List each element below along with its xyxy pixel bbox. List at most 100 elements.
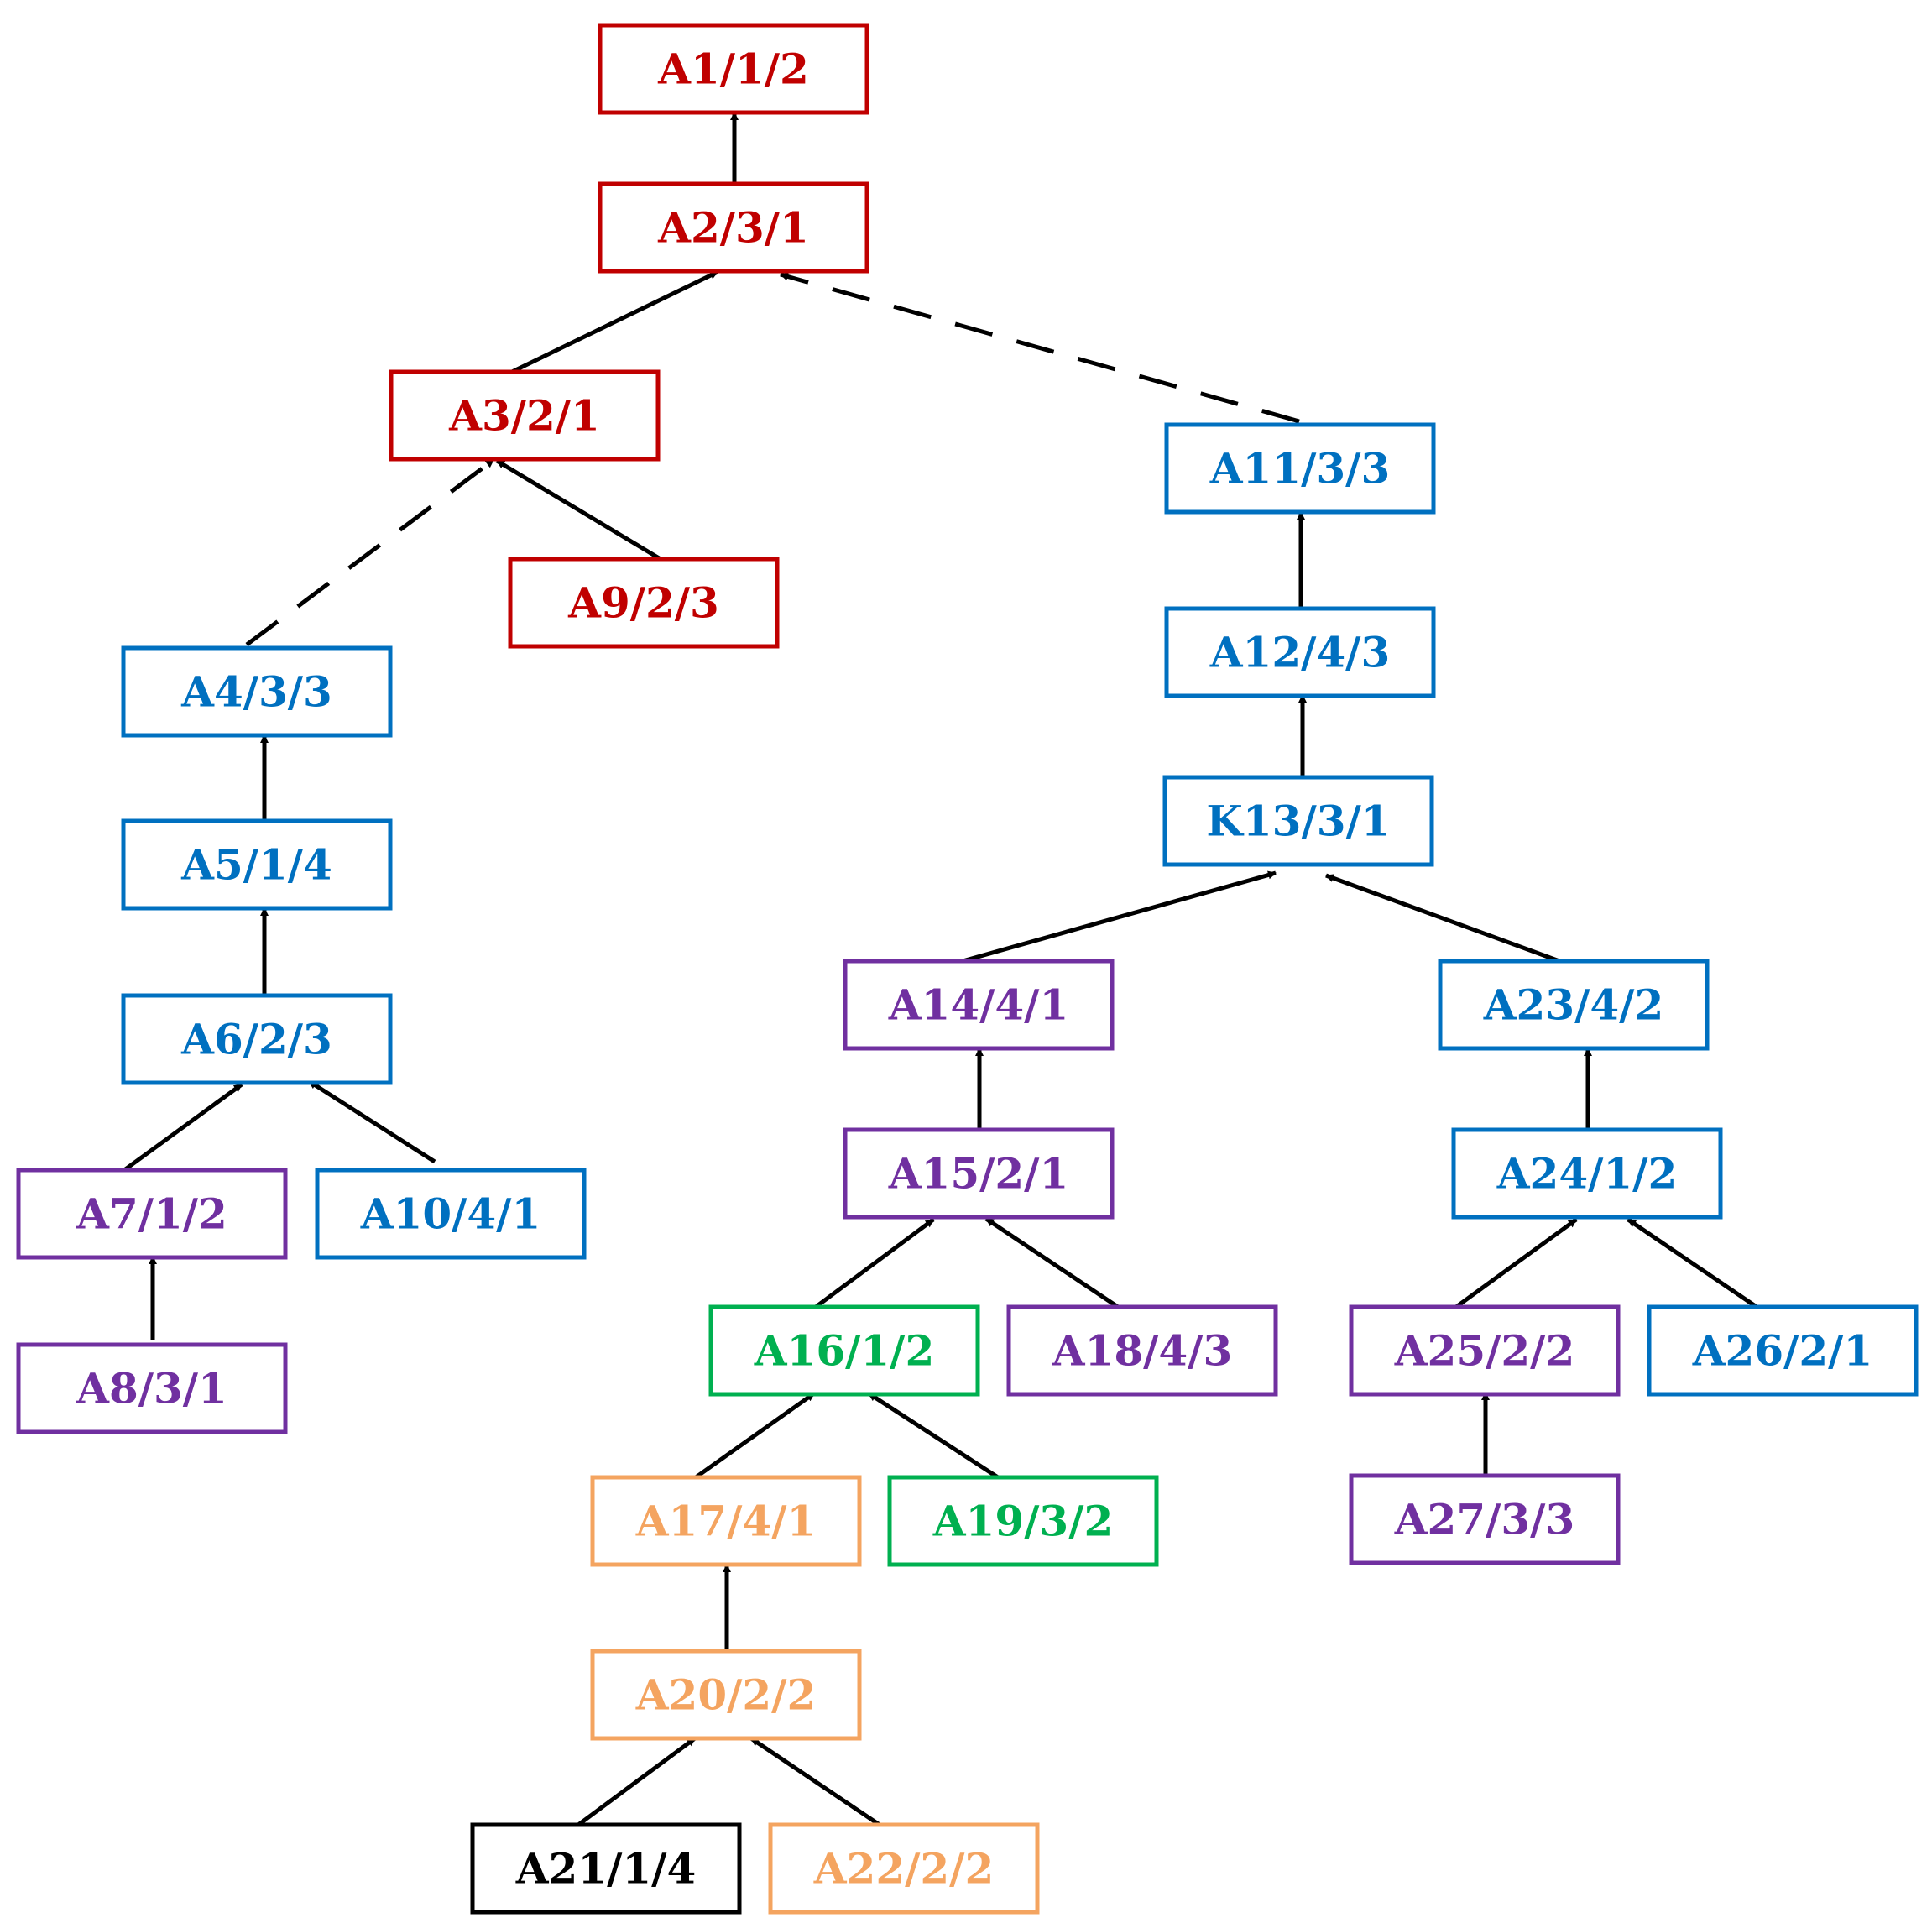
node-box: [708, 1304, 980, 1397]
edge-a18-to-a15: [984, 1216, 1120, 1309]
edge-a17-to-a16: [694, 1391, 816, 1480]
edges-layer: [123, 112, 1758, 1827]
node-label: A5/1/4: [180, 840, 332, 890]
node-a23: A23/4/2: [1438, 959, 1710, 1051]
node-box: [508, 557, 780, 649]
node-label: A3/2/1: [448, 391, 600, 441]
edge-a11-to-a2: [780, 272, 1300, 424]
node-a21: A21/1/4: [470, 1822, 742, 1915]
node-label: A25/2/2: [1394, 1326, 1574, 1376]
node-box: [16, 1342, 288, 1434]
node-box: [389, 369, 661, 462]
node-a1: A1/1/2: [598, 23, 869, 115]
node-label: A15/2/1: [888, 1149, 1068, 1199]
node-box: [843, 1127, 1115, 1220]
node-label: A6/2/3: [180, 1015, 332, 1064]
node-label: A19/3/2: [932, 1497, 1113, 1546]
edge-a14-to-k13: [962, 870, 1277, 964]
node-box: [121, 818, 393, 911]
node-label: A27/3/3: [1394, 1495, 1574, 1544]
edge-a21-to-a20: [577, 1736, 697, 1827]
node-box: [598, 23, 869, 115]
node-box: [1164, 606, 1436, 698]
node-label: A18/4/3: [1052, 1326, 1232, 1376]
node-a17: A17/4/1: [590, 1475, 862, 1567]
node-box: [843, 959, 1115, 1051]
node-label: A1/1/2: [657, 44, 809, 94]
node-label: A23/4/2: [1483, 980, 1663, 1030]
node-label: A16/1/2: [754, 1326, 934, 1376]
node-box: [1162, 775, 1434, 867]
node-a25: A25/2/2: [1349, 1304, 1621, 1397]
node-box: [1438, 959, 1710, 1051]
node-label: A7/1/2: [76, 1189, 227, 1239]
edge-a3-to-a2: [510, 269, 719, 374]
edge-a22-to-a20: [749, 1736, 881, 1827]
node-label: A8/3/1: [76, 1364, 227, 1414]
node-box: [590, 1649, 862, 1741]
node-box: [590, 1475, 862, 1567]
node-a3: A3/2/1: [389, 369, 661, 462]
node-a15: A15/2/1: [843, 1127, 1115, 1220]
node-box: [16, 1168, 288, 1260]
node-box: [598, 181, 869, 274]
edge-a19-to-a16: [867, 1391, 1000, 1480]
node-a20: A20/2/2: [590, 1649, 862, 1741]
node-a2: A2/3/1: [598, 181, 869, 274]
edge-a4-to-a3: [245, 457, 495, 647]
node-a5: A5/1/4: [121, 818, 393, 911]
node-label: A4/3/3: [180, 667, 332, 717]
node-a16: A16/1/2: [708, 1304, 980, 1397]
node-label: A11/3/3: [1209, 444, 1390, 494]
node-box: [887, 1475, 1159, 1567]
node-box: [1451, 1127, 1723, 1220]
node-a22: A22/2/2: [768, 1822, 1040, 1915]
node-label: K13/3/1: [1206, 797, 1390, 846]
node-a27: A27/3/3: [1349, 1473, 1621, 1565]
node-label: A26/2/1: [1692, 1326, 1872, 1376]
node-label: A9/2/3: [567, 578, 719, 628]
edge-a26-to-a24: [1627, 1217, 1758, 1309]
node-k13: K13/3/1: [1162, 775, 1434, 867]
node-a18: A18/4/3: [1006, 1304, 1278, 1397]
edge-a10-to-a6: [307, 1079, 436, 1164]
node-label: A22/2/2: [813, 1844, 994, 1894]
node-a14: A14/4/1: [843, 959, 1115, 1051]
node-a19: A19/3/2: [887, 1475, 1159, 1567]
node-box: [1349, 1304, 1621, 1397]
node-box: [1006, 1304, 1278, 1397]
node-label: A21/1/4: [515, 1844, 696, 1894]
nodes-layer: A1/1/2A2/3/1A3/2/1A9/2/3A4/3/3A5/1/4A6/2…: [16, 23, 1919, 1915]
node-label: A12/4/3: [1209, 628, 1390, 677]
edge-a16-to-a15: [814, 1217, 935, 1309]
node-box: [1164, 422, 1436, 515]
node-box: [1647, 1304, 1919, 1397]
node-label: A14/4/1: [888, 980, 1068, 1030]
node-label: A10/4/1: [360, 1189, 540, 1239]
node-a8: A8/3/1: [16, 1342, 288, 1434]
node-box: [121, 645, 393, 738]
node-a7: A7/1/2: [16, 1168, 288, 1260]
node-a10: A10/4/1: [315, 1168, 587, 1260]
node-box: [768, 1822, 1040, 1915]
node-label: A17/4/1: [635, 1497, 816, 1546]
node-a6: A6/2/3: [121, 993, 393, 1085]
node-a24: A24/1/2: [1451, 1127, 1723, 1220]
node-a12: A12/4/3: [1164, 606, 1436, 698]
node-label: A20/2/2: [635, 1670, 816, 1720]
node-a11: A11/3/3: [1164, 422, 1436, 515]
node-box: [470, 1822, 742, 1915]
edge-a25-to-a24: [1454, 1217, 1578, 1309]
edge-a9-to-a3: [495, 458, 662, 562]
node-box: [121, 993, 393, 1085]
node-box: [315, 1168, 587, 1260]
node-label: A2/3/1: [657, 203, 809, 253]
edge-a23-to-k13: [1325, 873, 1560, 964]
node-a9: A9/2/3: [508, 557, 780, 649]
node-a26: A26/2/1: [1647, 1304, 1919, 1397]
node-label: A24/1/2: [1496, 1149, 1677, 1199]
node-box: [1349, 1473, 1621, 1565]
node-a4: A4/3/3: [121, 645, 393, 738]
edge-a7-to-a6: [123, 1082, 243, 1173]
